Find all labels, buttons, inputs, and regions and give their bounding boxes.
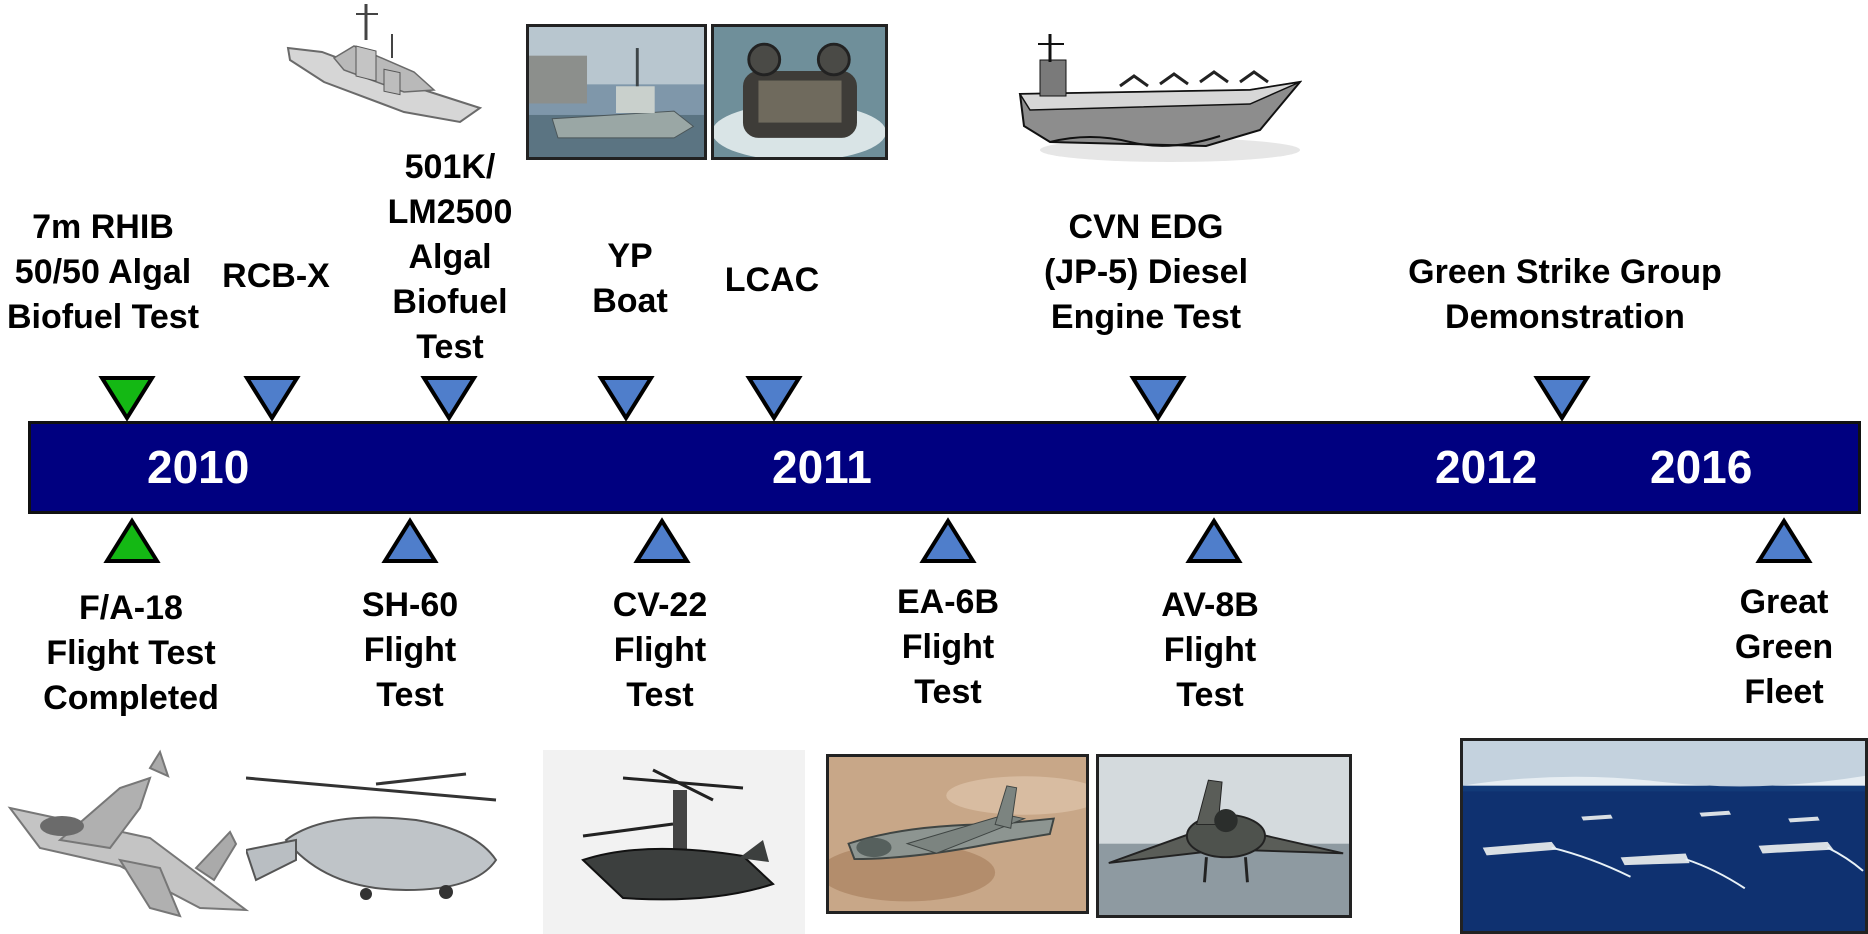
event-label-av8b: AV-8B Flight Test	[1161, 586, 1259, 714]
fa18-jet-illustration	[0, 748, 252, 918]
marker-green-strike-group	[1533, 376, 1591, 422]
cv22-osprey-photo	[543, 750, 805, 934]
aircraft-carrier-illustration	[1010, 30, 1302, 164]
event-label-rhib: 7m RHIB 50/50 Algal Biofuel Test	[6, 208, 200, 336]
marker-cv22	[633, 517, 691, 563]
marker-501k	[420, 376, 478, 422]
year-label-2010: 2010	[147, 441, 250, 493]
event-label-501k: 501K/ LM2500 Algal Biofuel Test	[387, 148, 513, 366]
year-label-2016: 2016	[1650, 441, 1753, 493]
event-label-rcbx: RCB-X	[222, 257, 330, 295]
marker-great-green-fleet	[1755, 517, 1813, 563]
event-label-lcac: LCAC	[724, 261, 820, 299]
event-label-cv22: CV-22 Flight Test	[612, 586, 708, 714]
event-label-sh60: SH-60 Flight Test	[361, 586, 459, 714]
marker-sh60	[381, 517, 439, 563]
cruiser-illustration	[284, 0, 490, 126]
yp-boat-photo	[526, 24, 707, 160]
marker-lcac	[745, 376, 803, 422]
marker-ea6b	[919, 517, 977, 563]
event-label-fa18: F/A-18 Flight Test Completed	[43, 589, 219, 717]
timeline-bar	[28, 421, 1861, 514]
marker-fa18	[103, 517, 161, 563]
year-label-2012: 2012	[1435, 441, 1538, 493]
year-label-2011: 2011	[772, 441, 872, 493]
lcac-photo	[711, 24, 888, 160]
marker-av8b	[1185, 517, 1243, 563]
marker-cvn-edg	[1129, 376, 1187, 422]
av8b-harrier-photo	[1096, 754, 1352, 918]
event-label-cvn-edg: CVN EDG (JP-5) Diesel Engine Test	[1043, 208, 1249, 336]
event-label-ea6b: EA-6B Flight Test	[896, 583, 1000, 711]
event-label-green-strike-group: Green Strike Group Demonstration	[1408, 253, 1722, 336]
sh60-helicopter-photo	[246, 770, 536, 906]
event-label-great-green-fleet: Great Green Fleet	[1734, 583, 1834, 711]
marker-rcbx	[243, 376, 301, 422]
fleet-at-sea-photo	[1460, 738, 1868, 934]
marker-yp-boat	[597, 376, 655, 422]
marker-rhib	[98, 376, 156, 422]
ea6b-prowler-photo	[826, 754, 1089, 914]
event-label-yp-boat: YP Boat	[592, 237, 668, 320]
